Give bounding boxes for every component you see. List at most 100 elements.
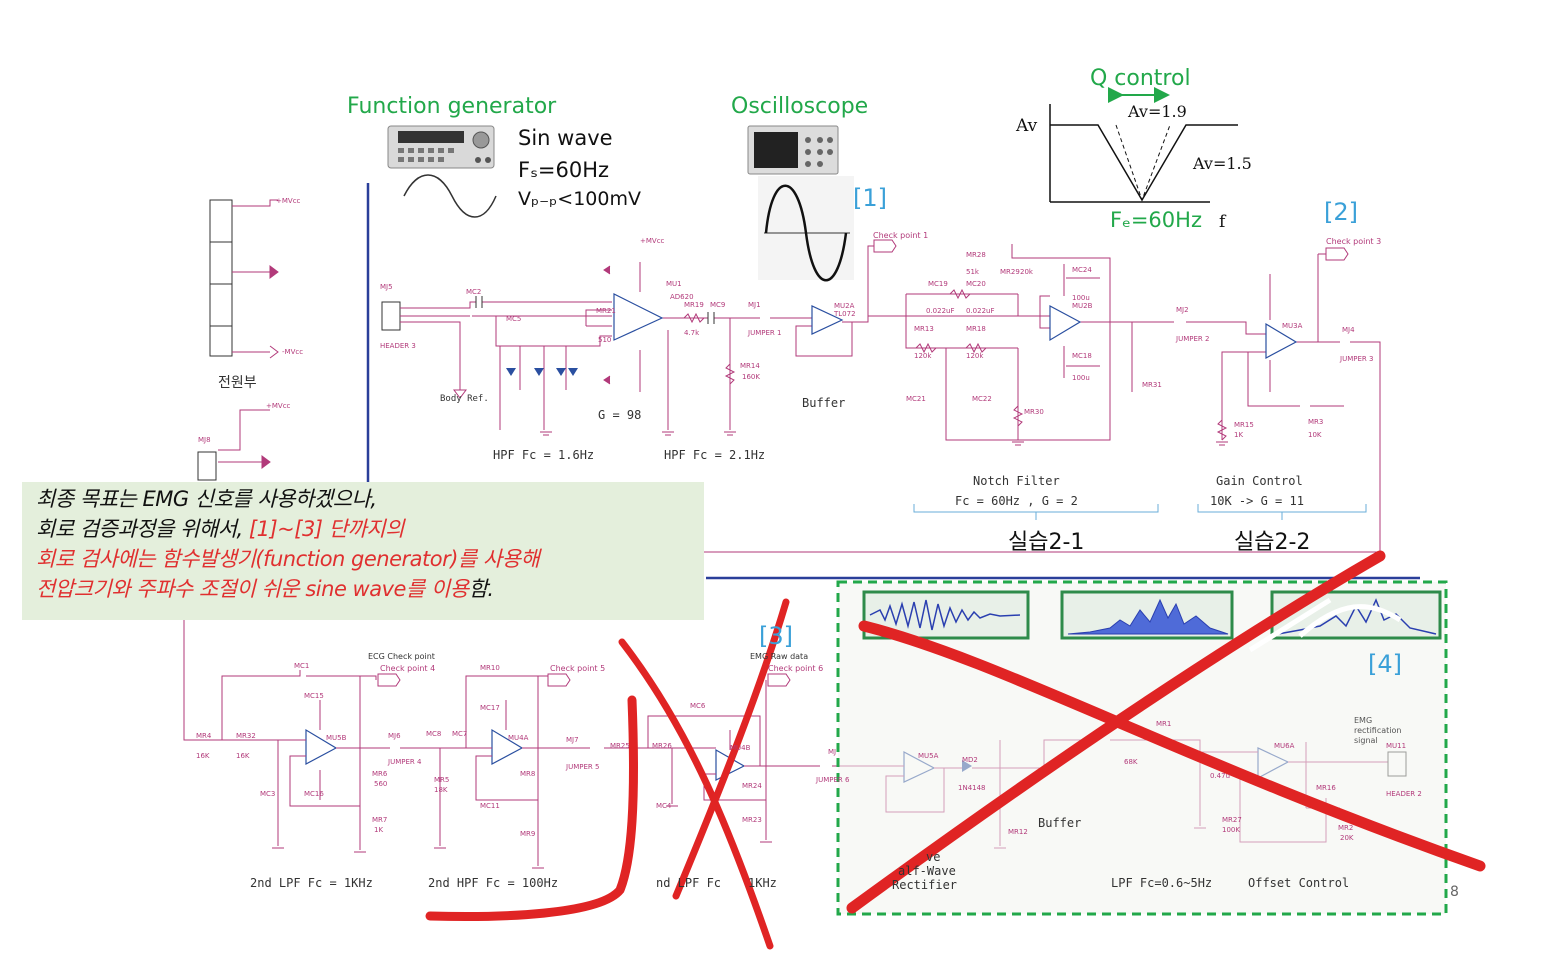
label-r160k: 160K — [742, 373, 760, 381]
label-md2: MD2 — [962, 756, 978, 764]
label-mr3: MR3 — [1308, 418, 1324, 426]
label-mj8: MJ8 — [198, 436, 211, 444]
label-mr6: MR6 — [372, 770, 388, 778]
label-mr28: MR28 — [966, 251, 986, 259]
hpf1-label: HPF Fc = 1.6Hz — [493, 448, 595, 462]
label-mu6a: MU6A — [1274, 742, 1295, 750]
label-mr31: MR31 — [1142, 381, 1162, 389]
label-ad620: AD620 — [670, 293, 694, 301]
label-mr25: MR25 — [610, 742, 630, 750]
label-mc20: MC20 — [966, 280, 986, 288]
lpf-envelope-label: LPF Fc=0.6~5Hz — [1111, 876, 1213, 890]
label-mr12: MR12 — [1008, 828, 1028, 836]
label-mc2: MC2 — [466, 288, 482, 296]
notch-filter-label: Notch Filter — [973, 474, 1060, 488]
label-mr10: MR10 — [480, 664, 500, 672]
label-r20k-2: 20K — [1340, 834, 1354, 842]
notch-params-label: Fc = 60Hz , G = 2 — [955, 494, 1078, 508]
rectifier-label-2: alf-Wave — [898, 864, 956, 878]
label-mc15: MC15 — [304, 692, 324, 700]
label-c022-b: 0.022uF — [966, 307, 995, 315]
function-generator-title: Function generator — [347, 94, 557, 119]
label-c100u-b: 100u — [1072, 374, 1090, 382]
label-mc22: MC22 — [972, 395, 992, 403]
lpf2-label: nd LPF Fc — [656, 876, 722, 890]
lab-2-1-label: 실습2-1 — [1008, 530, 1085, 555]
label-mr30: MR30 — [1024, 408, 1044, 416]
label-c022-a: 0.022uF — [926, 307, 955, 315]
label-r47k: 4.7k — [684, 329, 700, 337]
label-mr4: MR4 — [196, 732, 212, 740]
label-r18k: 18K — [434, 786, 448, 794]
label-r560-a: 560 — [374, 780, 388, 788]
label-mu2a: MU2A — [834, 302, 855, 310]
emg-raw-label: EMG Raw data — [750, 652, 809, 661]
label-mc16: MC16 — [304, 790, 324, 798]
note-line-4b: 함. — [468, 577, 495, 601]
gain-params-label: 10K -> G = 11 — [1210, 494, 1304, 508]
label-mu1: MU1 — [666, 280, 682, 288]
marker-1: [1] — [853, 184, 887, 212]
label-mj7: MJ7 — [566, 736, 579, 744]
label-r120k-a: 120k — [914, 352, 932, 360]
label-r1k-a: 1K — [1234, 431, 1244, 439]
ecg-check-label: ECG Check point — [368, 652, 435, 661]
label-mc6: MC6 — [690, 702, 706, 710]
check-point-1: Check point 1 — [873, 231, 929, 240]
label-jumper5: JUMPER 5 — [566, 763, 600, 771]
label-mr16: MR16 — [1316, 784, 1336, 792]
label-jumper4: JUMPER 4 — [388, 758, 422, 766]
label-mr5: MR5 — [434, 776, 450, 784]
label-mc8: MC8 — [426, 730, 442, 738]
label-mu5b: MU5B — [326, 734, 347, 742]
label-mr8: MR8 — [520, 770, 536, 778]
label-mu5a: MU5A — [918, 752, 939, 760]
check-point-3: Check point 3 — [1326, 237, 1382, 246]
lab-2-2-label: 실습2-2 — [1234, 530, 1311, 555]
note-line-1: 최종 목표는 EMG 신호를 사용하겠으나, — [36, 487, 377, 511]
rectifier-label-3: Rectifier — [892, 878, 958, 892]
label-mr13: MR13 — [914, 325, 934, 333]
label-mr26: MR26 — [652, 742, 672, 750]
label-jumper6: JUMPER 6 — [816, 776, 850, 784]
notch-response-plot — [1049, 104, 1238, 203]
gain-control-label: Gain Control — [1216, 474, 1303, 488]
label-mr14: MR14 — [740, 362, 760, 370]
label-mr21: MR21 — [596, 307, 616, 315]
marker-4: [4] — [1368, 650, 1402, 678]
power-supply-block — [209, 199, 233, 357]
note-line-3: 회로 검사에는 함수발생기(function generator)를 사용해 — [36, 547, 540, 571]
note-line-2b: [1]~[3] 단까지의 — [248, 517, 405, 541]
emg-rect-label: EMG rectification signal — [1354, 716, 1402, 745]
label-r100k: 100K — [1222, 826, 1240, 834]
power-block-label: 전원부 — [218, 375, 257, 391]
label-mc1: MC1 — [294, 662, 310, 670]
label-c047: 0.47u — [1210, 772, 1231, 780]
label-mr27: MR27 — [1222, 816, 1242, 824]
label-jumper2: JUMPER 2 — [1176, 335, 1210, 343]
marker-3: [3] — [759, 622, 793, 650]
emg-thumbnails — [862, 590, 1442, 640]
label-r16k-b: 16K — [236, 752, 250, 760]
label-mr2: MR2 — [1338, 824, 1354, 832]
signal-amplitude: Vₚ₋ₚ<100mV — [518, 188, 641, 210]
label-mc18: MC18 — [1072, 352, 1092, 360]
label-mvcc-p1: +MVcc — [276, 197, 301, 205]
label-mu3a: MU3A — [1282, 322, 1303, 330]
label-mr18: MR18 — [966, 325, 986, 333]
note-box: 최종 목표는 EMG 신호를 사용하겠으나, 회로 검증과정을 위해서, [1]… — [22, 482, 704, 620]
label-header3: HEADER 3 — [380, 342, 416, 350]
label-mu11: MU11 — [1386, 742, 1407, 750]
oscilloscope-device — [747, 125, 839, 175]
label-mr19: MR19 — [684, 301, 704, 309]
label-jumper3: JUMPER 3 — [1340, 355, 1374, 363]
check-point-6: Check point 6 — [768, 664, 824, 673]
rectifier-label-1: ve — [926, 850, 941, 864]
label-mc17: MC17 — [480, 704, 500, 712]
note-line-2a: 회로 검증과정을 위해서, — [36, 517, 249, 541]
label-tl072-a: TL072 — [834, 310, 856, 318]
center-frequency-label: Fₑ=60Hz — [1110, 208, 1202, 232]
label-mu4a: MU4A — [508, 734, 529, 742]
hpf2-label: HPF Fc = 2.1Hz — [664, 448, 766, 462]
